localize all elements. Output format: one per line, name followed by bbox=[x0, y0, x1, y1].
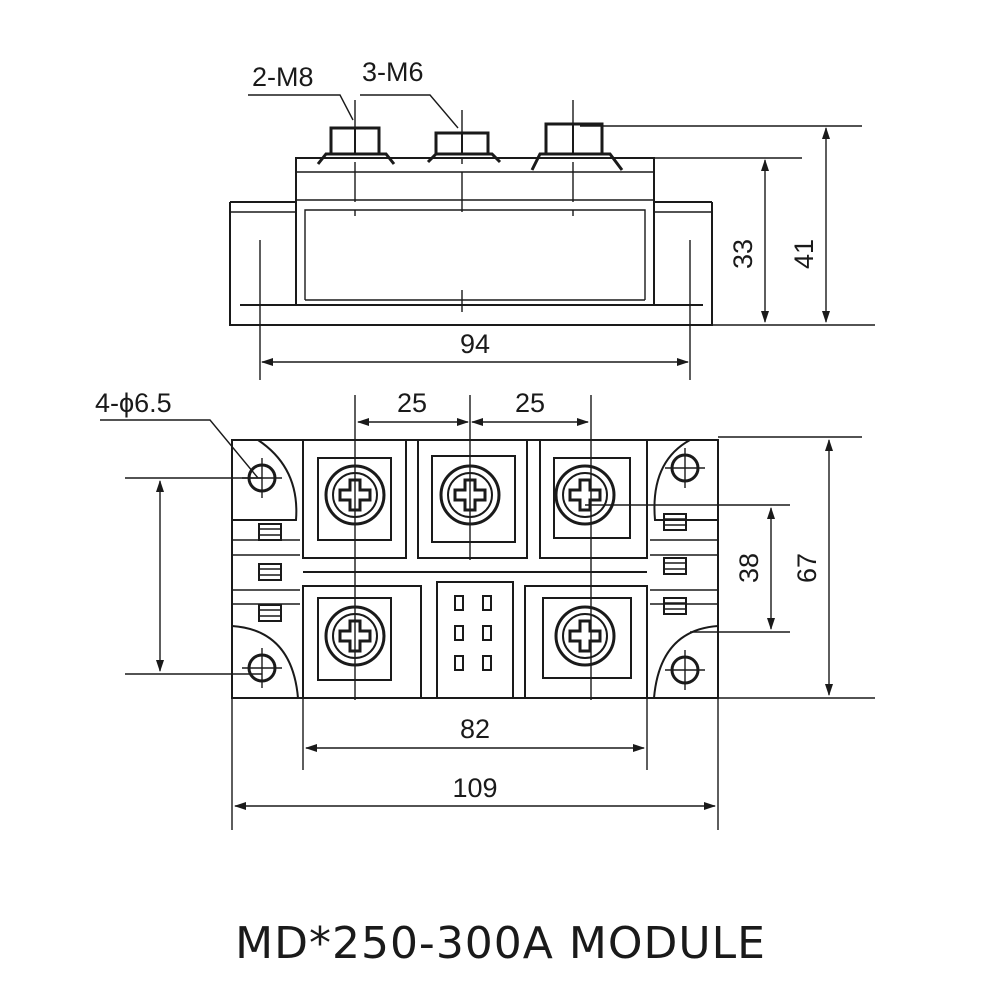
dim-33: 33 bbox=[728, 239, 758, 269]
leader-2-m8 bbox=[248, 94, 354, 121]
gate-tab bbox=[258, 563, 282, 581]
dim-38: 38 bbox=[734, 553, 764, 583]
side-view-body bbox=[229, 100, 713, 380]
mounting-hole-bl bbox=[240, 646, 284, 690]
terminal-screw bbox=[554, 605, 616, 667]
dim-25-left: 25 bbox=[397, 388, 427, 418]
gate-tab bbox=[258, 604, 282, 622]
dim-41: 41 bbox=[789, 239, 819, 269]
dim-25-right: 25 bbox=[515, 388, 545, 418]
dim-94: 94 bbox=[460, 329, 490, 359]
leader-3-m6 bbox=[360, 94, 459, 129]
gate-tab bbox=[258, 523, 282, 541]
stud-m6-right bbox=[530, 122, 624, 171]
side-view: 2-M8 3-M6 33 41 94 bbox=[229, 57, 875, 380]
label-3-m6: 3-M6 bbox=[362, 57, 424, 87]
gate-tab bbox=[663, 557, 687, 575]
leader-holes bbox=[100, 419, 259, 479]
label-2-m8: 2-M8 bbox=[252, 62, 314, 92]
dim-82: 82 bbox=[460, 714, 490, 744]
terminal-screw bbox=[554, 464, 616, 526]
label-holes: 4-ϕ6.5 bbox=[95, 388, 172, 418]
dim-109: 109 bbox=[452, 773, 497, 803]
drawing-caption: MD*250-300A MODULE bbox=[235, 918, 766, 969]
gate-tab bbox=[663, 513, 687, 531]
control-pins bbox=[454, 595, 492, 671]
mounting-hole-br bbox=[663, 648, 707, 692]
dim-67: 67 bbox=[792, 553, 822, 583]
gate-tab bbox=[663, 597, 687, 615]
top-view: 4-ϕ6.5 25 25 38 67 82 109 bbox=[95, 388, 875, 830]
